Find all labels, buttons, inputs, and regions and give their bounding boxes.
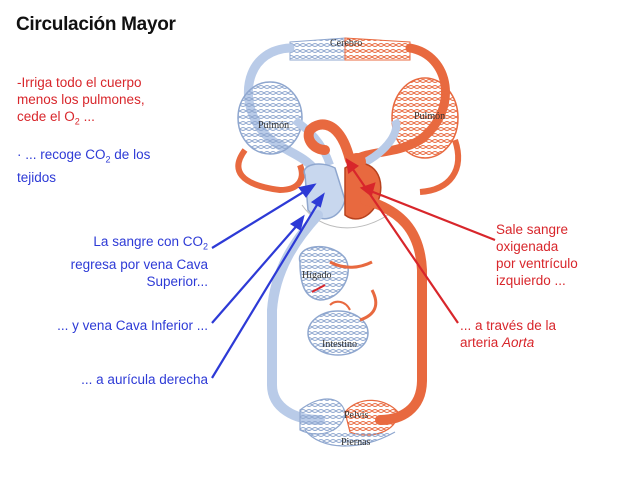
callout-ventriculo: Sale sangre oxigenada por ventrículo izq… [496, 222, 578, 288]
pulmonary-vein [358, 118, 401, 169]
note-irriga: -Irriga todo el cuerpo menos los pulmone… [17, 75, 145, 127]
inferior-vena-cava [267, 210, 325, 425]
label-piernas: Piernas [341, 437, 371, 448]
red-arrows [345, 157, 496, 324]
intestine [307, 289, 378, 356]
left-lung [235, 81, 305, 194]
callout-cava-inferior: ... y vena Cava Inferior ... [57, 318, 208, 333]
label-intestino: Intestino [322, 339, 357, 350]
right-lung [391, 77, 462, 195]
label-cerebro: Cerebro [330, 38, 362, 49]
callout-cava-superior: La sangre con CO2 regresa por vena Cava … [70, 234, 208, 289]
note-recoge: · ... recoge CO2 de los tejidos [17, 147, 151, 185]
label-pulmon-left: Pulmón [258, 120, 289, 131]
liver [298, 245, 373, 301]
blue-arrows [211, 183, 325, 379]
label-pulmon-right: Pulmón [414, 111, 445, 122]
page-title: Circulación Mayor [16, 14, 176, 35]
label-higado: Hígado [302, 270, 331, 281]
callout-aorta: ... a través de la arteria Aorta [460, 318, 557, 350]
callout-auricula: ... a aurícula derecha [81, 372, 208, 387]
lower-body [299, 398, 399, 447]
brain-capillaries [289, 37, 411, 61]
label-pelvis: Pelvis [344, 410, 369, 421]
